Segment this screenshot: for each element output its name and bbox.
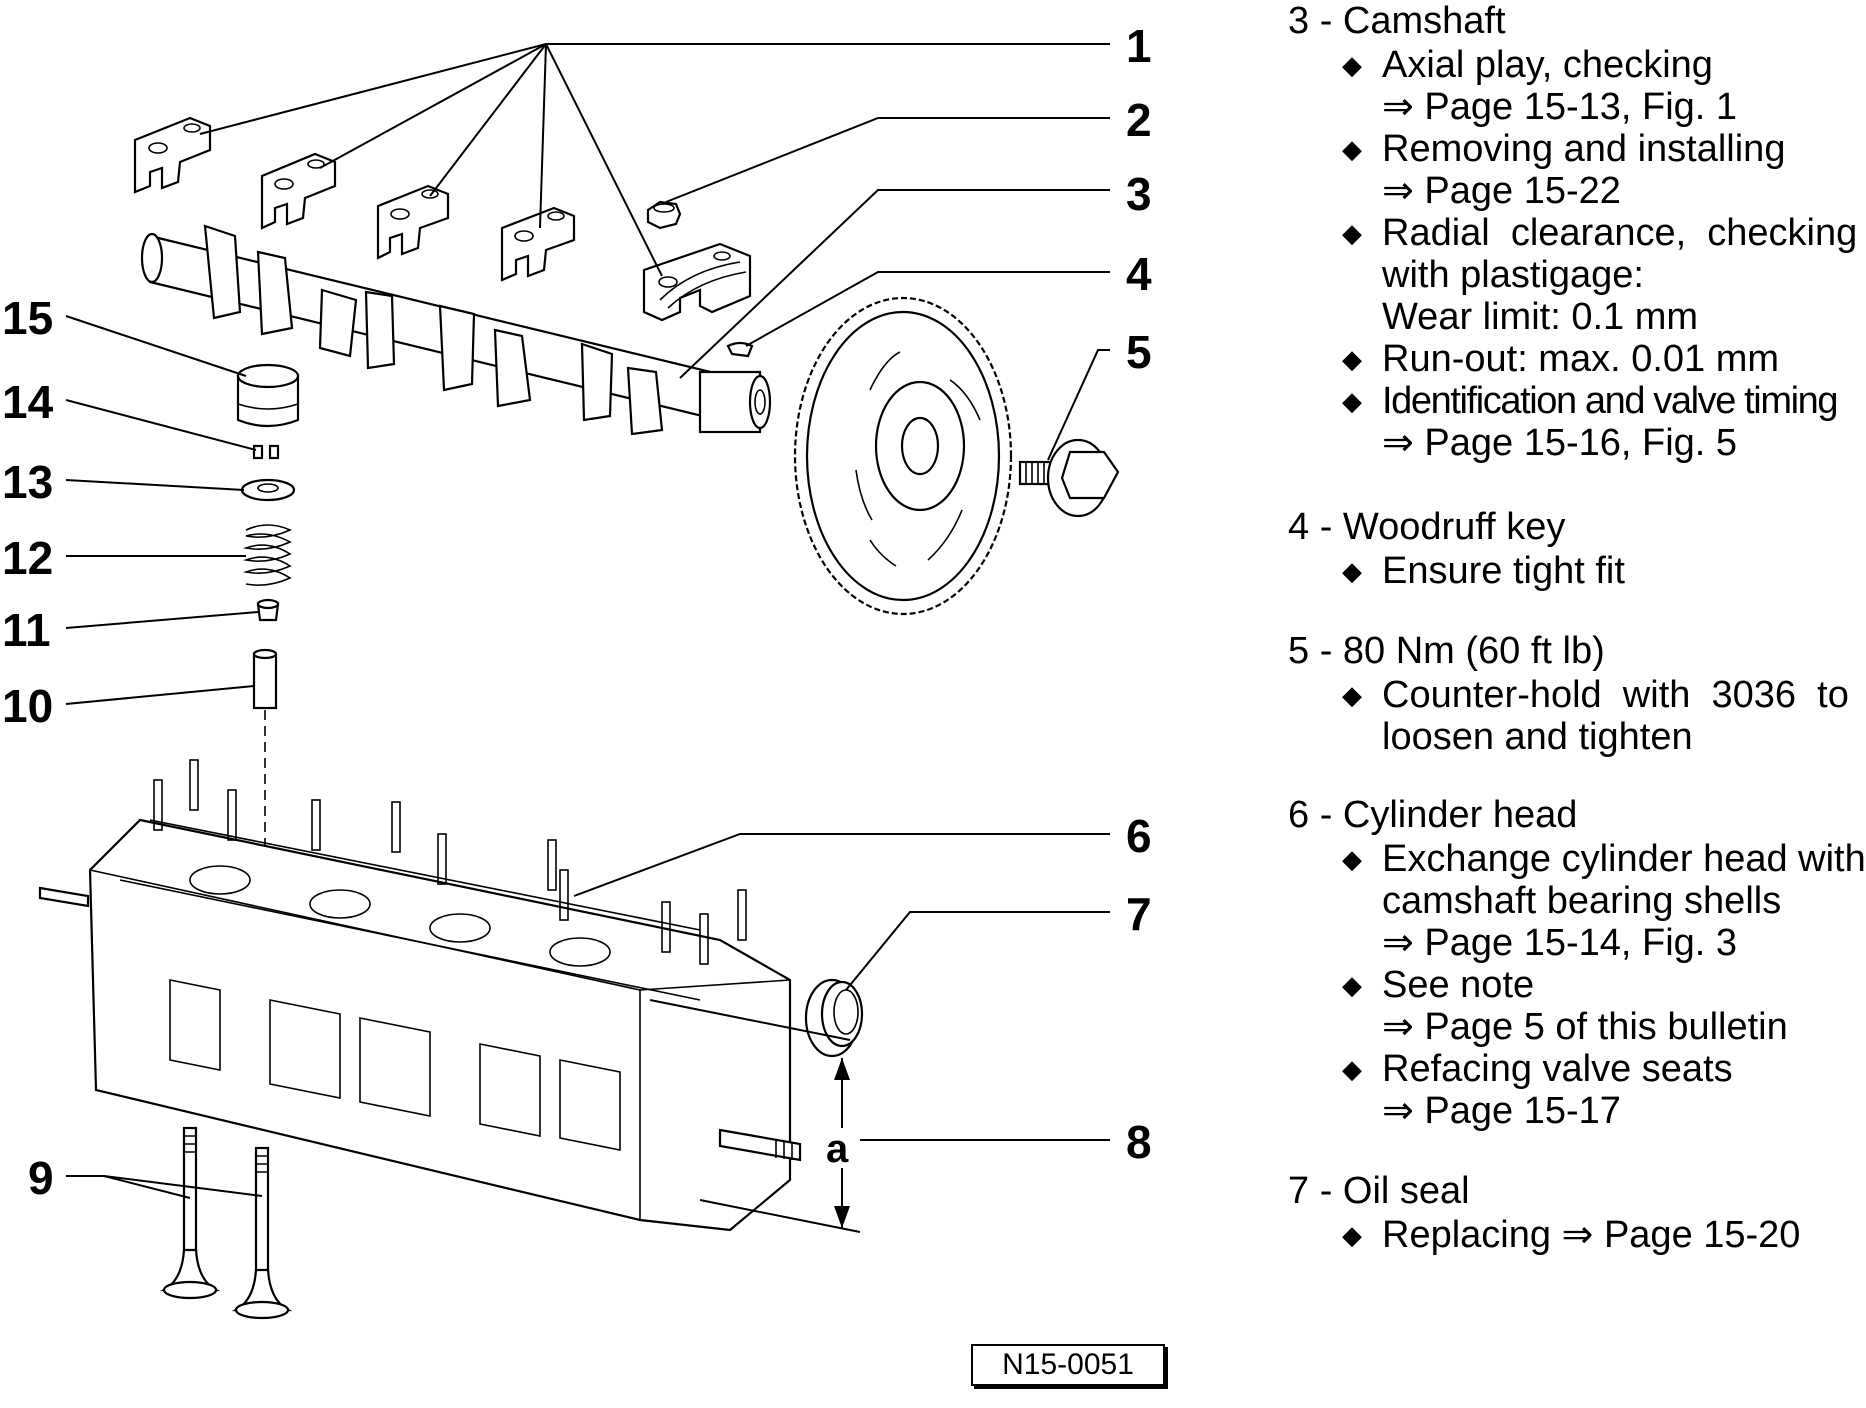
bearing-cap-nut [646, 200, 682, 230]
callout-7: 7 [1126, 888, 1152, 940]
page-reference: ⇒ Page 15-14, Fig. 3 [1382, 922, 1738, 964]
camshaft-thrust-bearing-cap [642, 242, 752, 322]
diamond-bullet-icon: ◆ [1342, 344, 1362, 374]
legend-item-7: 7 - Oil seal ◆ Replacing ⇒ Page 15-20 [1288, 1170, 1866, 1256]
diamond-bullet-icon: ◆ [1342, 386, 1362, 416]
woodruff-key [726, 341, 754, 358]
callout-10: 10 [2, 680, 53, 732]
legend-item-4-title: 4 - Woodruff key [1288, 506, 1566, 548]
callout-12: 12 [2, 532, 53, 584]
legend-item-4: 4 - Woodruff key ◆ Ensure tight fit [1288, 506, 1866, 592]
legend-item-6-see-note: See note [1382, 964, 1535, 1006]
page-reference: ⇒ Page 15-16, Fig. 5 [1382, 422, 1738, 464]
legend-item-3-run-out: Run-out: max. 0.01 mm [1382, 338, 1780, 380]
callout-11: 11 [2, 604, 51, 656]
valve-cotters [252, 444, 280, 460]
callout-14: 14 [2, 376, 54, 428]
callout-1: 1 [1126, 20, 1152, 72]
legend-item-5: 5 - 80 Nm (60 ft lb) ◆ Counter-hold with… [1288, 630, 1866, 758]
diamond-bullet-icon: ◆ [1342, 50, 1362, 80]
valve-guide [252, 648, 278, 710]
page-reference: ⇒ Page 15-13, Fig. 1 [1382, 86, 1738, 128]
callout-13: 13 [2, 456, 53, 508]
legend-continuation: loosen and tighten [1382, 716, 1693, 758]
valve-stem-seal [256, 598, 280, 622]
exhaust-valve [231, 1146, 293, 1320]
legend-continuation: camshaft bearing shells [1382, 880, 1782, 922]
page-reference: ⇒ Page 15-22 [1382, 170, 1621, 212]
legend-item-3-title: 3 - Camshaft [1288, 0, 1506, 42]
figure-id-label: N15-0051 [971, 1344, 1165, 1386]
legend-item-6-exchange: Exchange cylinder head with [1382, 838, 1866, 880]
diamond-bullet-icon: ◆ [1342, 970, 1362, 1000]
dimension-a-label: a [826, 1127, 849, 1171]
legend-item-3: 3 - Camshaft ◆ Axial play, checking ⇒ Pa… [1288, 0, 1866, 464]
page-reference: ⇒ Page 5 of this bulletin [1382, 1006, 1788, 1048]
legend-item-3-radial-clearance: Radial clearance, checking [1382, 212, 1858, 254]
camshaft-bearing-cap [133, 116, 212, 194]
diamond-bullet-icon: ◆ [1342, 1220, 1362, 1250]
dimension-a: a [649, 999, 861, 1233]
cylinder-head [38, 759, 802, 1232]
legend-continuation: Wear limit: 0.1 mm [1382, 296, 1699, 338]
legend-item-6: 6 - Cylinder head ◆ Exchange cylinder he… [1288, 794, 1866, 1132]
hydraulic-bucket-tappet [236, 363, 300, 428]
page-reference: ⇒ Page 15-17 [1382, 1090, 1621, 1132]
legend-item-6-title: 6 - Cylinder head [1288, 794, 1578, 836]
callout-9: 9 [28, 1152, 54, 1204]
callout-15: 15 [2, 292, 53, 344]
callout-5: 5 [1126, 326, 1152, 378]
sprocket-bolt [1018, 438, 1120, 518]
intake-valve [159, 1126, 221, 1300]
legend-item-5-title: 5 - 80 Nm (60 ft lb) [1288, 630, 1605, 672]
legend-item-7-title: 7 - Oil seal [1288, 1170, 1470, 1212]
callout-8: 8 [1126, 1116, 1152, 1168]
legend-item-5-counter-hold: Counter-hold with 3036 to [1382, 674, 1849, 716]
legend-item-7-replacing: Replacing ⇒ Page 15-20 [1382, 1214, 1801, 1256]
leader-lines [65, 43, 1110, 1199]
callout-3: 3 [1126, 168, 1152, 220]
camshaft-sprocket [793, 296, 1013, 616]
legend-item-3-axial-play: Axial play, checking [1382, 44, 1713, 86]
diamond-bullet-icon: ◆ [1342, 556, 1362, 586]
valve-spring [242, 524, 292, 586]
callout-4: 4 [1126, 248, 1152, 300]
legend-item-3-removing: Removing and installing [1382, 128, 1786, 170]
diamond-bullet-icon: ◆ [1342, 680, 1362, 710]
camshaft-bearing-cap [500, 206, 576, 282]
callout-2: 2 [1126, 94, 1152, 146]
valve-spring-plate [240, 478, 296, 502]
legend-item-6-refacing: Refacing valve seats [1382, 1048, 1733, 1090]
legend-continuation: with plastigage: [1382, 254, 1644, 296]
camshaft [140, 224, 772, 436]
legend-item-3-identification: Identification and valve timing [1382, 380, 1839, 422]
legend-item-4-tight-fit: Ensure tight fit [1382, 550, 1625, 592]
oil-seal [804, 978, 864, 1058]
diamond-bullet-icon: ◆ [1342, 1054, 1362, 1084]
callout-6: 6 [1126, 810, 1152, 862]
diamond-bullet-icon: ◆ [1342, 218, 1362, 248]
camshaft-bearing-cap [376, 184, 450, 260]
diamond-bullet-icon: ◆ [1342, 844, 1362, 874]
diamond-bullet-icon: ◆ [1342, 134, 1362, 164]
